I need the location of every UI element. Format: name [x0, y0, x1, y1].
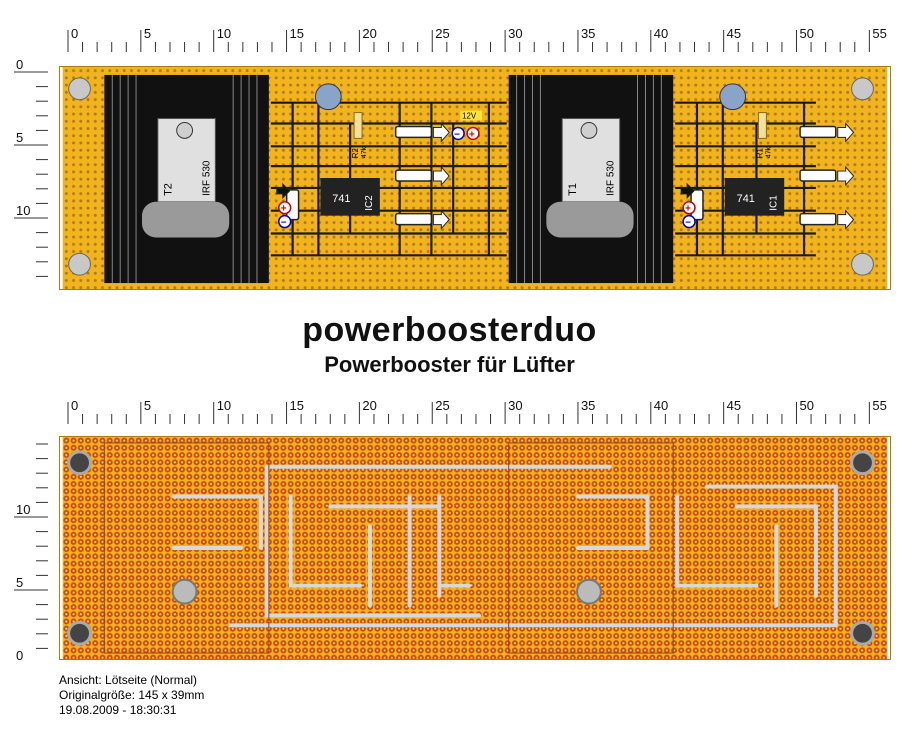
bottom-ruler: 0 5 10 15 20 25 30 35 40 45 50 55 [67, 398, 887, 424]
minus-icon: − [281, 218, 287, 229]
ruler-label: 10 [16, 502, 30, 517]
transistor-left-label: T2 [163, 183, 175, 196]
view-label: Ansicht: Lötseite (Normal) [59, 673, 198, 687]
ruler-label: 55 [872, 398, 886, 413]
ruler-labels: 0 5 10 15 20 25 30 35 40 45 50 55 [71, 26, 887, 41]
transistor-left-part: IRF 530 [201, 160, 212, 196]
ruler-label: 25 [435, 398, 449, 413]
ruler-label: 35 [581, 26, 595, 41]
ruler-label: 40 [654, 398, 668, 413]
ruler-label: 20 [362, 398, 376, 413]
footer-info: Ansicht: Lötseite (Normal) Originalgröße… [59, 673, 204, 718]
heatsink-left: T2 IRF 530 [104, 74, 269, 284]
ruler-label: 10 [217, 398, 231, 413]
ruler-ticks [67, 402, 870, 424]
capacitor-right [719, 83, 747, 111]
plus-icon: + [281, 204, 287, 215]
resistor-right [757, 112, 767, 139]
resistor-left-ref: R2 [351, 148, 360, 158]
ic1-ref: IC1 [768, 195, 779, 211]
page-title: powerboosterduo [302, 311, 597, 349]
ic1-label: 741 [737, 193, 755, 205]
solder-traces [171, 464, 838, 628]
ruler-label: 10 [217, 26, 231, 41]
top-ruler: 0 5 10 15 20 25 30 35 40 45 50 55 [67, 26, 887, 52]
plus-icon: + [685, 204, 691, 215]
resistor-right-ref: R1 [755, 147, 764, 158]
ruler-label: 20 [362, 26, 376, 41]
side-ruler-top: 0 5 10 [14, 60, 48, 277]
solder-side-board [59, 436, 891, 660]
ic2-ref: IC2 [364, 195, 375, 211]
ruler-ticks [67, 30, 870, 52]
date-label: 19.08.2009 - 18:30:31 [59, 703, 177, 717]
resistor-left-value: 47k [361, 146, 368, 158]
ruler-label: 25 [435, 26, 449, 41]
ruler-label: 40 [654, 26, 668, 41]
ruler-label: 50 [800, 398, 814, 413]
ruler-label: 45 [727, 398, 741, 413]
ruler-label: 0 [16, 60, 23, 72]
ruler-label: 55 [872, 26, 886, 41]
ruler-label: 35 [581, 398, 595, 413]
ruler-label: 5 [144, 398, 151, 413]
component-outlines [103, 442, 674, 654]
transistor-right-part: IRF 530 [606, 160, 617, 196]
ic2-label: 741 [332, 193, 350, 205]
supply-voltage-label: 12V [462, 112, 477, 121]
ruler-label: 0 [16, 648, 23, 662]
ic2: 741 IC2 [320, 178, 380, 216]
ruler-label: 5 [16, 575, 23, 590]
ic1: 741 IC1 [724, 178, 785, 216]
ruler-label: 50 [800, 26, 814, 41]
ruler-label: 30 [508, 26, 522, 41]
size-label: Originalgröße: 145 x 39mm [59, 688, 205, 702]
ruler-label: 0 [71, 398, 78, 413]
component-side-board: T2 IRF 530 T1 IRF 530 R2 47k R1 47k 741 … [59, 66, 891, 290]
mounting-holes-bottom [67, 450, 875, 646]
ruler-label: 15 [290, 398, 304, 413]
ruler-label: 30 [508, 398, 522, 413]
ruler-label: 5 [16, 130, 23, 145]
side-ruler-ticks: 10 5 0 [14, 443, 48, 662]
resistor-left [353, 112, 363, 139]
page-subtitle: Powerbooster für Lüfter [324, 352, 575, 377]
side-ruler-ticks: 0 5 10 [14, 60, 48, 277]
mounting-holes-top [68, 77, 874, 276]
ruler-label: 45 [727, 26, 741, 41]
minus-icon: − [685, 218, 691, 229]
power-badges: + − + − − + 12V [278, 110, 696, 229]
transistor-right-label: T1 [567, 183, 579, 196]
ruler-label: 0 [71, 26, 78, 41]
plus-icon: + [469, 129, 475, 140]
resistor-right-value: 47k [765, 146, 772, 158]
side-ruler-bottom: 10 5 0 [14, 443, 48, 662]
ruler-label: 15 [290, 26, 304, 41]
ruler-label: 10 [16, 203, 30, 218]
arrow-icons [276, 122, 855, 230]
minus-icon: − [454, 129, 460, 140]
capacitor-left [314, 83, 342, 111]
ruler-label: 5 [144, 26, 151, 41]
heatsink-right: T1 IRF 530 [508, 74, 674, 284]
ruler-labels: 0 5 10 15 20 25 30 35 40 45 50 55 [71, 398, 887, 413]
